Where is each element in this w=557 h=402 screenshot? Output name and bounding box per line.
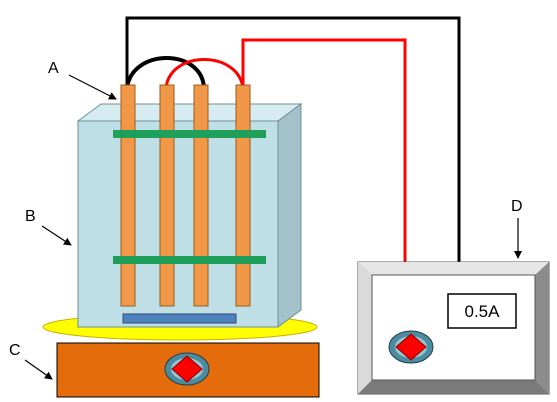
- red-jumper-wire: [164, 58, 245, 89]
- label-a: A: [48, 60, 59, 77]
- ammeter-knob[interactable]: [388, 330, 434, 364]
- support-bar-bottom: [113, 256, 266, 264]
- black-jumper-wire: [125, 56, 206, 89]
- tank-sediment-tray: [122, 313, 237, 324]
- electrode-4: [235, 84, 251, 307]
- black-wire-to-meter: [125, 16, 461, 264]
- support-bar-top: [113, 130, 266, 138]
- label-c: C: [9, 342, 21, 359]
- heater-knob-diamond-icon: [171, 355, 203, 383]
- label-b-arrow: [41, 225, 72, 246]
- label-d: D: [511, 198, 523, 215]
- label-c-arrow: [24, 359, 53, 380]
- electrode-3: [193, 84, 209, 307]
- ammeter-reading: 0.5A: [464, 302, 500, 321]
- ammeter-knob-diamond-icon: [395, 333, 427, 361]
- ammeter: [357, 261, 550, 395]
- tank-top-face: [76, 103, 303, 122]
- ammeter-display: [447, 293, 517, 329]
- label-a-arrow: [68, 74, 117, 100]
- heater-knob[interactable]: [164, 352, 210, 386]
- tank-side-face: [277, 103, 302, 328]
- red-wire-to-meter: [241, 38, 407, 264]
- electrode-2: [159, 84, 175, 307]
- label-b: B: [25, 208, 36, 225]
- electrode-1: [120, 84, 136, 307]
